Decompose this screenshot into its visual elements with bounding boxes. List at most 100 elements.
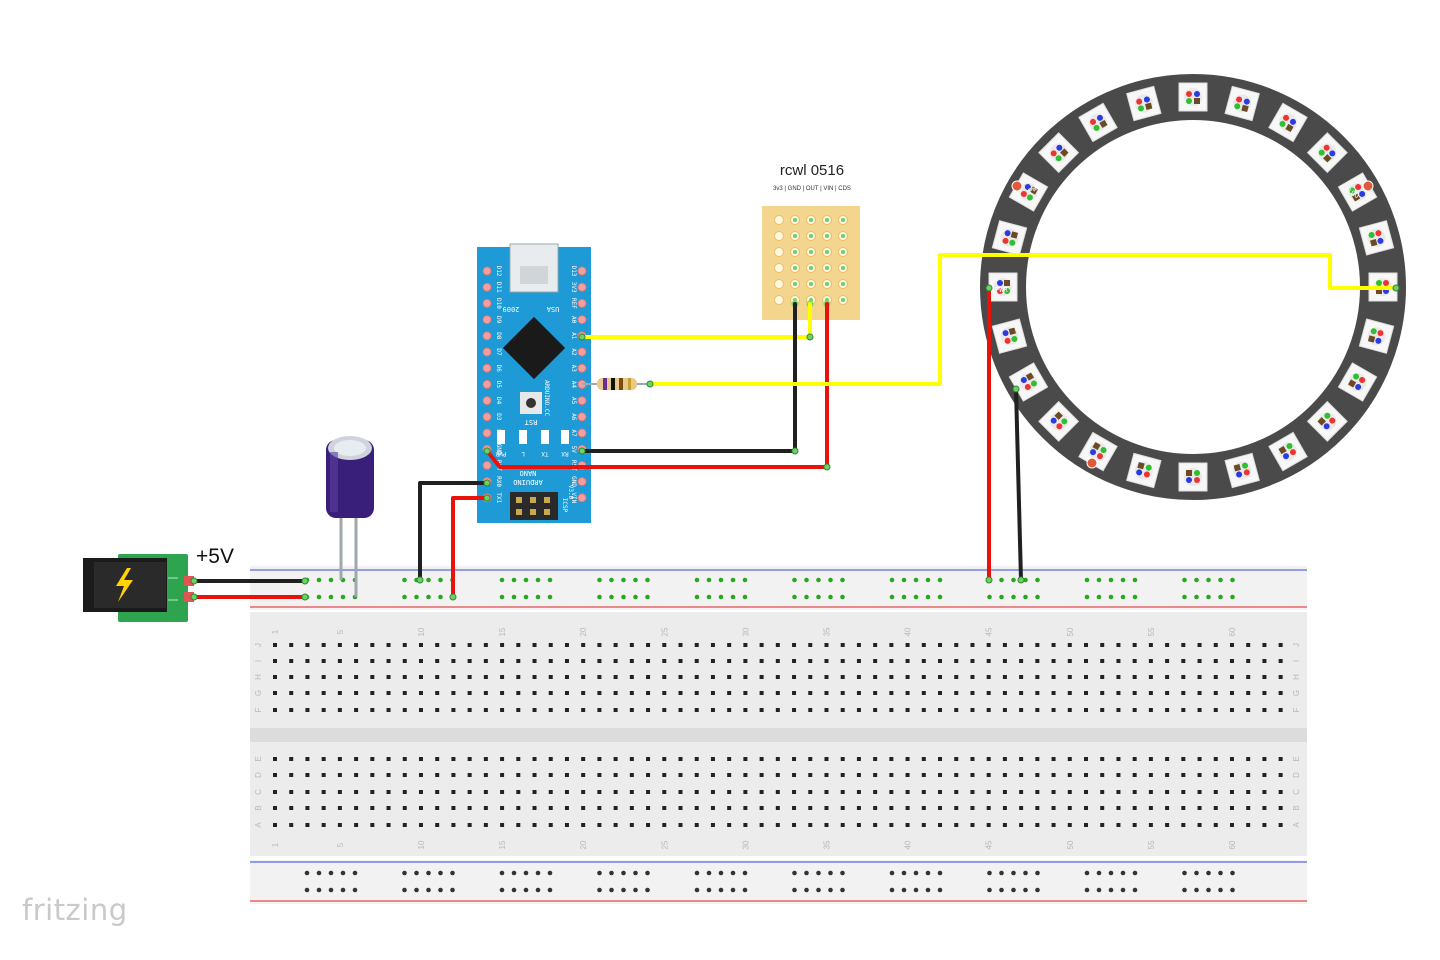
terminal-hole <box>970 708 975 712</box>
terminal-hole <box>905 823 910 827</box>
terminal-hole <box>954 757 959 761</box>
terminal-hole <box>402 643 407 647</box>
wire-ring-data[interactable] <box>648 253 1398 386</box>
rail-hole <box>1182 577 1187 583</box>
rail-hole <box>1230 594 1235 600</box>
terminal-hole <box>629 643 634 647</box>
rail-hole <box>609 887 614 893</box>
pixel-red-die <box>1359 377 1366 384</box>
terminal-hole <box>1148 691 1153 695</box>
wire-endpoint <box>578 333 586 341</box>
terminal-hole <box>273 790 277 794</box>
terminal-hole <box>1197 643 1202 647</box>
rail-hole <box>621 870 626 876</box>
rail-hole <box>621 887 626 893</box>
terminal-hole <box>386 773 391 777</box>
rail-hole <box>706 577 712 583</box>
rail-hole <box>901 870 907 876</box>
pixel-red-die <box>1056 423 1063 430</box>
wire-nano-gnd[interactable] <box>418 481 489 582</box>
wire-ring-gnd[interactable] <box>1014 387 1023 582</box>
rail-hole <box>925 577 931 583</box>
pixel-lens <box>1318 143 1337 162</box>
rail-hole <box>1108 577 1114 583</box>
terminal-hole <box>1213 757 1218 761</box>
terminal-hole <box>1035 708 1040 712</box>
terminal-hole <box>370 773 375 777</box>
ring-pixel <box>1224 452 1260 489</box>
terminal-hole <box>1002 773 1007 777</box>
terminal-hole <box>743 757 748 761</box>
terminal-hole <box>402 691 407 695</box>
ring-pixel <box>1306 400 1348 442</box>
pixel-blue-die <box>1056 144 1063 151</box>
rail-hole <box>816 887 821 893</box>
terminal-hole <box>1148 675 1153 679</box>
column-number: 35 <box>822 840 831 849</box>
terminal-hole <box>483 643 488 647</box>
wire-nano-vin[interactable] <box>451 496 489 599</box>
terminal-hole <box>581 823 586 827</box>
rail-hole <box>718 577 724 583</box>
rail-hole <box>523 594 529 600</box>
terminal-hole <box>321 823 326 827</box>
terminal-hole <box>354 643 359 647</box>
pixel-blue-die <box>1355 383 1362 390</box>
rail-hole <box>450 870 455 876</box>
terminal-hole <box>759 691 764 695</box>
pixel-driver <box>1092 441 1101 451</box>
terminal-hole <box>775 675 780 679</box>
nano-board-model: NANO <box>520 469 537 477</box>
rail-hole <box>1023 594 1028 600</box>
nano-pin-label-right: A2 <box>570 348 577 356</box>
terminal-hole <box>646 806 651 810</box>
nano-pin-label-left: D7 <box>495 348 502 356</box>
wire-endpoint <box>416 576 424 584</box>
terminal-hole <box>1019 643 1024 647</box>
terminal-hole <box>597 643 602 647</box>
terminal-hole <box>273 675 277 679</box>
pixel-green-die <box>1318 149 1325 156</box>
terminal-hole <box>824 659 829 663</box>
row-letter: A <box>1292 822 1301 828</box>
pixel-blue-die <box>1143 96 1150 103</box>
wire-sensor-gnd[interactable] <box>580 302 797 453</box>
terminal-hole <box>1116 643 1121 647</box>
terminal-hole <box>646 790 651 794</box>
terminal-hole <box>824 806 829 810</box>
terminal-hole <box>613 790 618 794</box>
ring-pad-out <box>1362 180 1374 192</box>
terminal-hole <box>532 757 537 761</box>
terminal-hole <box>1035 691 1040 695</box>
wire-endpoint <box>483 447 491 455</box>
terminal-hole <box>840 659 845 663</box>
terminal-hole <box>321 691 326 695</box>
terminal-hole <box>354 823 359 827</box>
wire-endpoint <box>1392 284 1400 292</box>
terminal-hole <box>1067 773 1072 777</box>
terminal-hole <box>856 773 861 777</box>
terminal-hole <box>273 659 277 663</box>
pixel-blue-die <box>1050 417 1057 424</box>
pixel-blue-die <box>997 280 1003 286</box>
pixel-driver <box>1285 123 1294 133</box>
rail-hole <box>1084 887 1090 893</box>
terminal-hole <box>516 691 521 695</box>
terminal-hole <box>970 643 975 647</box>
pixel-green-die <box>1137 105 1144 112</box>
pixel-blue-die <box>1289 118 1296 125</box>
terminal-hole <box>548 659 553 663</box>
terminal-hole <box>613 757 618 761</box>
column-number: 45 <box>985 840 994 849</box>
pixel-green-die <box>1009 239 1016 246</box>
pixel-blue-die <box>1136 469 1143 476</box>
terminal-hole <box>1116 823 1121 827</box>
pixel-green-die <box>1286 443 1293 450</box>
terminal-hole <box>581 773 586 777</box>
terminal-hole <box>986 773 991 777</box>
terminal-hole <box>516 708 521 712</box>
terminal-hole <box>564 691 569 695</box>
rail-hole <box>1132 887 1138 893</box>
terminal-hole <box>905 643 910 647</box>
terminal-hole <box>354 790 359 794</box>
